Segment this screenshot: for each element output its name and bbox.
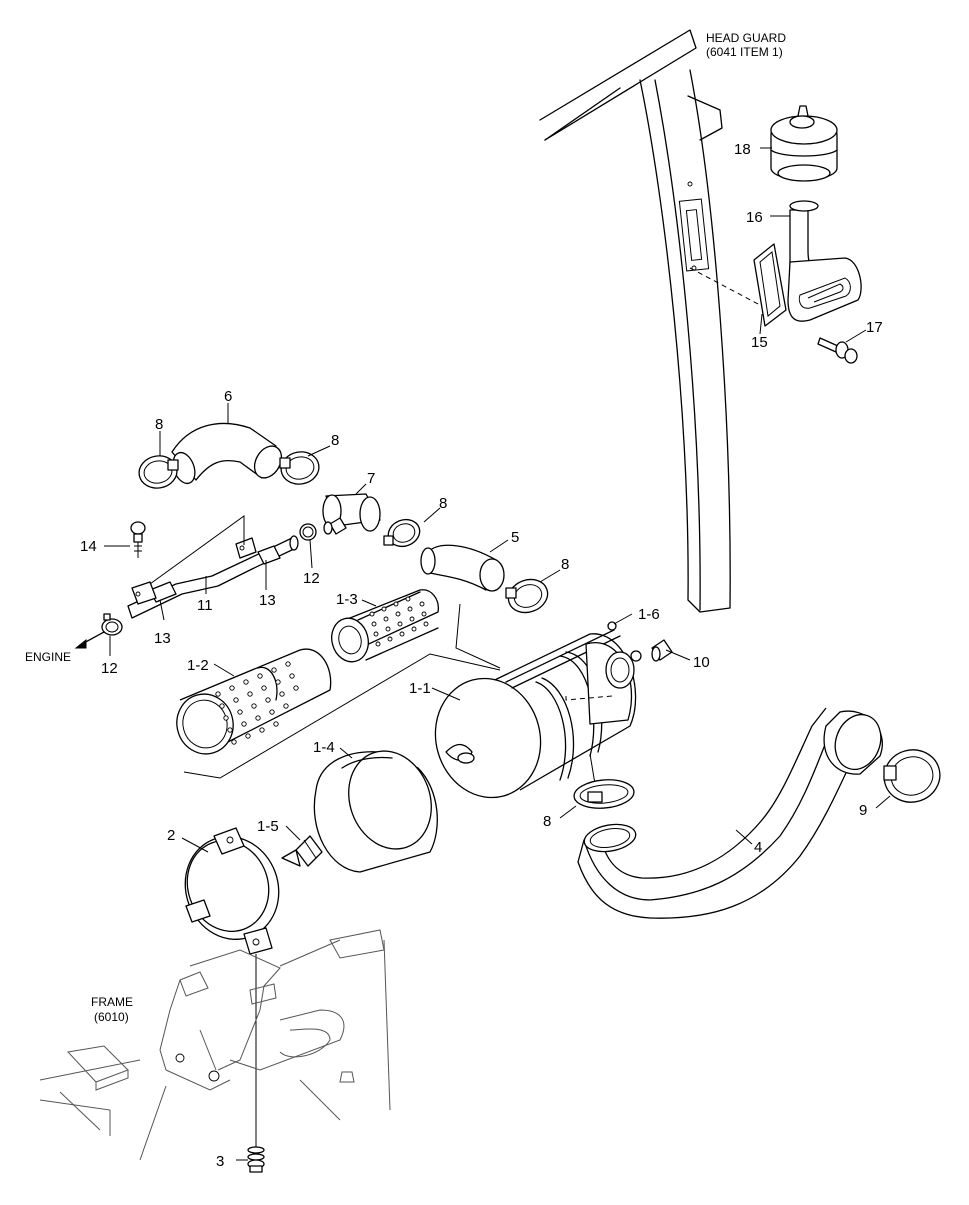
- callout-8-lower: 8: [543, 813, 551, 830]
- bolt-14: [130, 521, 146, 558]
- callout-1-1: 1-1: [409, 680, 431, 697]
- air-cleaner-housing: [434, 629, 642, 799]
- hose-clamp-right: [279, 451, 320, 485]
- callout-10: 10: [693, 654, 710, 671]
- callout-1-2: 1-2: [187, 657, 209, 674]
- callout-15: 15: [751, 334, 768, 351]
- hose-clamp-tee: [383, 518, 421, 548]
- callout-4: 4: [754, 839, 762, 856]
- callout-14: 14: [80, 538, 97, 555]
- callout-8-mid: 8: [561, 556, 569, 573]
- hose-clamp-left: [138, 455, 179, 489]
- outlet-elbow-hose: [577, 707, 883, 919]
- housing-cover: [313, 750, 438, 873]
- service-indicator: [651, 639, 673, 662]
- callout-13-left: 13: [154, 630, 171, 647]
- callout-3: 3: [216, 1153, 224, 1170]
- engine-label: ENGINE: [25, 650, 71, 664]
- bolt-17: [817, 337, 858, 364]
- head-guard: [539, 29, 731, 613]
- callout-18: 18: [734, 141, 751, 158]
- primary-element-holes: [215, 661, 299, 745]
- head-guard-ref-label: (6041 ITEM 1): [706, 45, 783, 59]
- callout-7: 7: [367, 470, 375, 487]
- callout-12-upper: 12: [303, 570, 320, 587]
- hose-clamp-lower: [573, 779, 635, 809]
- callout-6: 6: [224, 388, 232, 405]
- primary-element: [176, 648, 332, 755]
- callout-1-5: 1-5: [257, 818, 279, 835]
- callout-1-3: 1-3: [336, 591, 358, 608]
- breather-pipe: [127, 535, 299, 619]
- pre-cleaner-cap: [770, 105, 838, 182]
- callout-8-tee: 8: [439, 495, 447, 512]
- head-guard-label: HEAD GUARD: [706, 31, 786, 45]
- leader-lines: [104, 147, 891, 1161]
- callout-1-4: 1-4: [313, 739, 335, 756]
- callout-12-lower: 12: [101, 660, 118, 677]
- callout-11: 11: [197, 597, 213, 614]
- callout-13-right: 13: [259, 592, 276, 609]
- callout-2: 2: [167, 827, 175, 844]
- elbow-hose: [171, 422, 283, 485]
- vacuator-valve: [281, 835, 323, 867]
- callout-16: 16: [746, 209, 763, 226]
- tee-fitting: [322, 493, 381, 535]
- callout-8-upper-right: 8: [331, 432, 339, 449]
- small-clamp-lower: [101, 613, 123, 636]
- callout-9: 9: [859, 802, 867, 819]
- callout-5: 5: [511, 529, 519, 546]
- frame: [39, 929, 391, 1161]
- small-clamp-upper: [299, 523, 317, 541]
- callout-8-upper-left: 8: [155, 416, 163, 433]
- hose-clamp-9: [883, 749, 941, 803]
- callout-1-6: 1-6: [638, 606, 660, 623]
- frame-ref-label: (6010): [94, 1010, 129, 1024]
- callout-17: 17: [866, 319, 883, 336]
- bolt-3: [247, 1136, 265, 1173]
- safety-element: [331, 589, 439, 663]
- inlet-tube-bracket: [753, 200, 862, 327]
- mounting-band: [184, 827, 280, 955]
- frame-label: FRAME: [91, 995, 133, 1009]
- hose-clamp-mid: [505, 578, 549, 614]
- intake-hose: [420, 544, 505, 592]
- safety-element-holes: [369, 596, 429, 647]
